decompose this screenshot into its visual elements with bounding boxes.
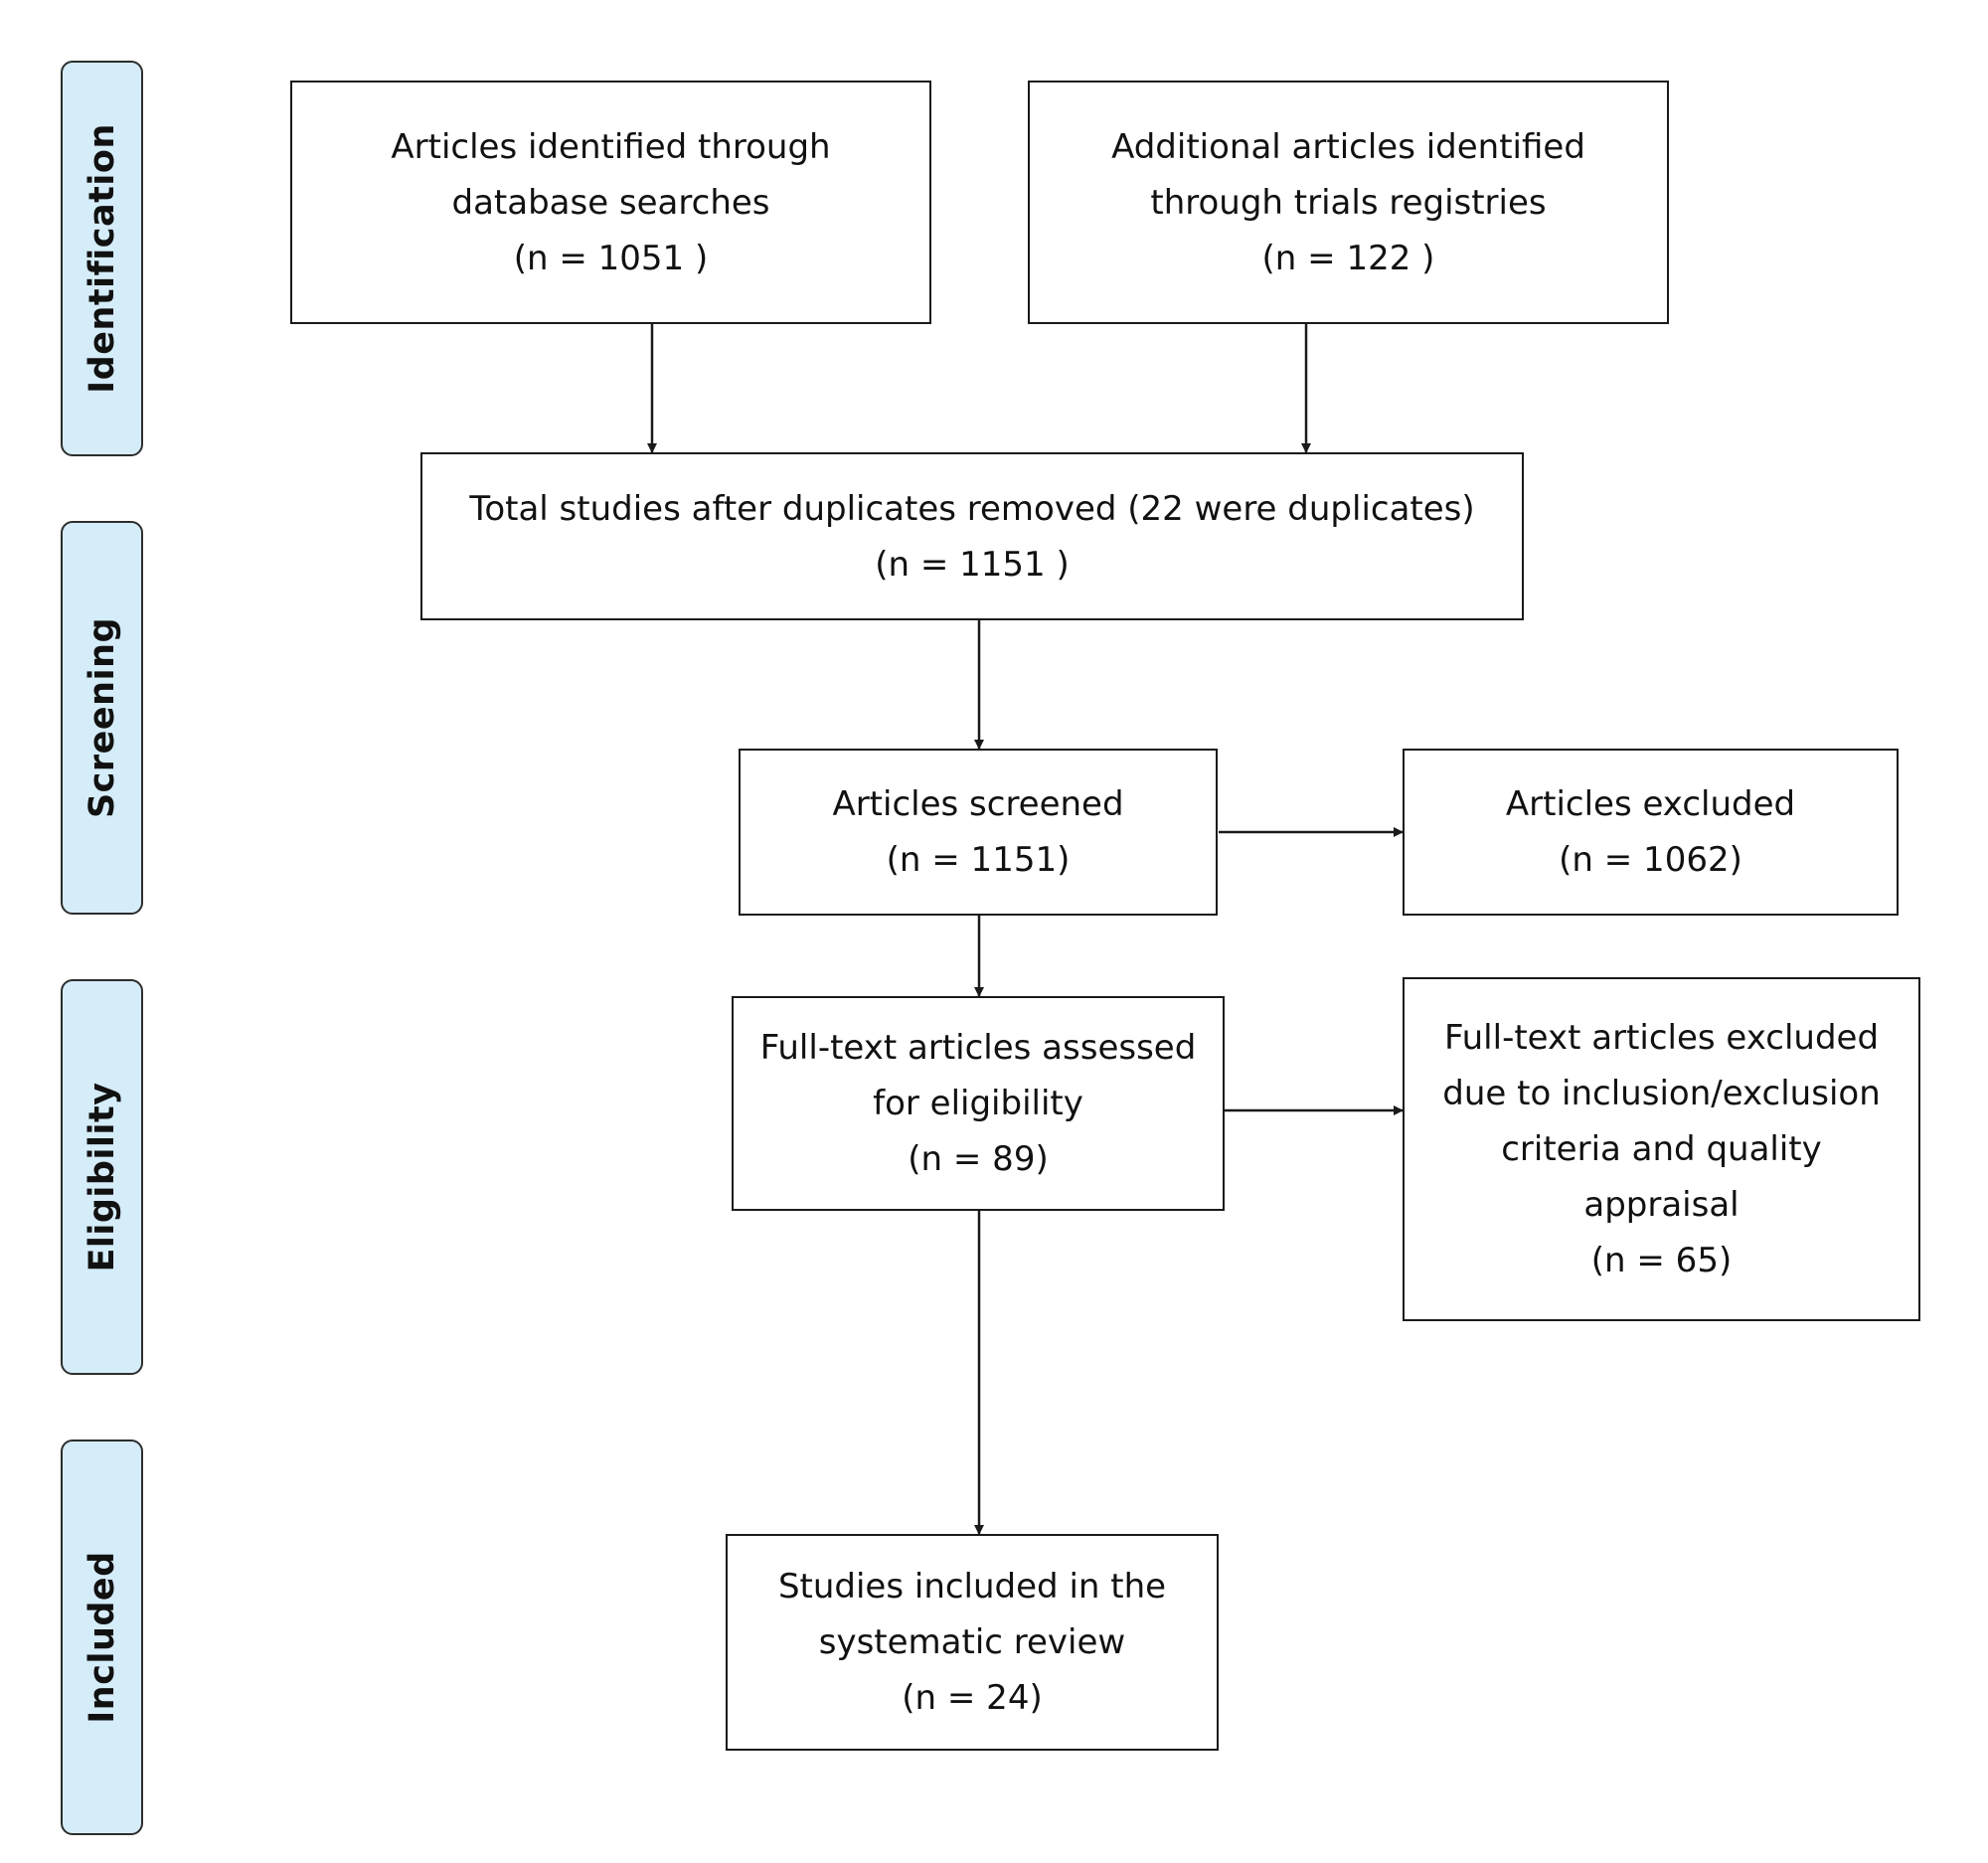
box-included-count: (n = 24) — [902, 1678, 1043, 1718]
box-articles-excluded: Articles excluded (n = 1062) — [1403, 749, 1899, 916]
box-registries-count: (n = 122 ) — [1261, 238, 1435, 278]
box-duplicates-removed: Total studies after duplicates removed (… — [420, 452, 1524, 620]
box-dedup-line1: Total studies after duplicates removed (… — [469, 488, 1475, 529]
box-registries-line1: Additional articles identified — [1111, 126, 1585, 167]
box-included-line2: systematic review — [818, 1622, 1126, 1662]
box-included-line1: Studies included in the — [777, 1567, 1167, 1607]
box-registries-line2: through trials registries — [1150, 182, 1547, 223]
box-database-searches: Articles identified through database sea… — [290, 81, 931, 324]
box-fulltext-count: (n = 89) — [908, 1139, 1049, 1179]
box-fulltext-excluded-line2: due to inclusion/exclusion — [1442, 1074, 1881, 1113]
box-database-line1: Articles identified through — [391, 126, 831, 167]
box-screened-line1: Articles screened — [832, 784, 1124, 824]
box-excluded-count: (n = 1062) — [1559, 840, 1742, 880]
box-screened-count: (n = 1151) — [886, 840, 1071, 880]
stage-included: Included — [61, 1440, 143, 1835]
stage-screening: Screening — [61, 521, 143, 915]
box-fulltext-excluded: Full-text articles excluded due to inclu… — [1403, 977, 1920, 1321]
box-database-count: (n = 1051 ) — [513, 238, 709, 278]
box-excluded-line1: Articles excluded — [1505, 784, 1796, 824]
stage-identification: Identification — [61, 61, 143, 456]
box-fulltext-excluded-line3: criteria and quality — [1501, 1129, 1822, 1169]
box-fulltext-line2: for eligibility — [873, 1084, 1083, 1123]
box-fulltext-line1: Full-text articles assessed — [759, 1028, 1197, 1068]
box-studies-included: Studies included in the systematic revie… — [726, 1534, 1219, 1751]
stage-eligibility: Eligibility — [61, 979, 143, 1375]
box-articles-screened: Articles screened (n = 1151) — [739, 749, 1218, 916]
box-trials-registries: Additional articles identified through t… — [1028, 81, 1669, 324]
box-database-line2: database searches — [451, 182, 770, 223]
box-dedup-count: (n = 1151 ) — [875, 544, 1070, 585]
box-fulltext-excluded-line1: Full-text articles excluded — [1443, 1018, 1880, 1058]
box-fulltext-excluded-line4: appraisal — [1583, 1185, 1740, 1225]
box-fulltext-assessed: Full-text articles assessed for eligibil… — [732, 996, 1225, 1211]
box-fulltext-excluded-count: (n = 65) — [1590, 1241, 1733, 1280]
